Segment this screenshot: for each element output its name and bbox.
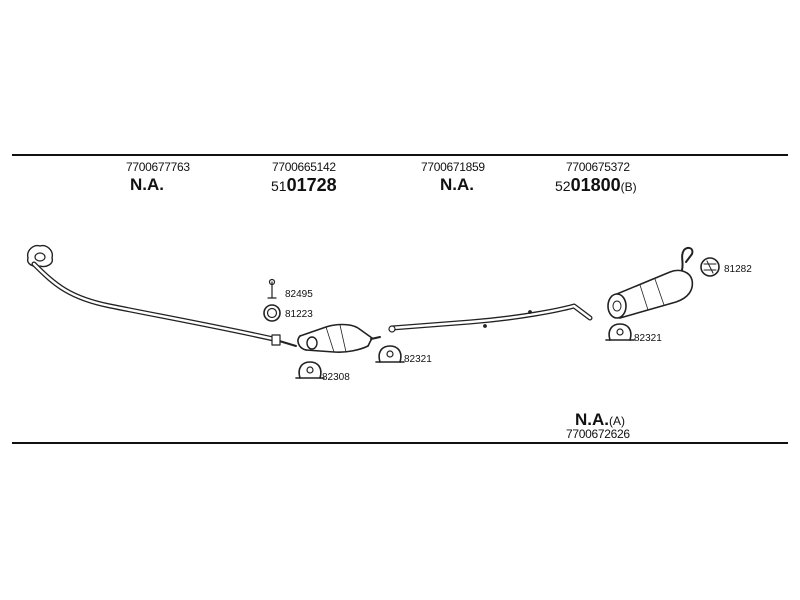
code-2: 5101728 bbox=[271, 175, 337, 196]
clamp-82308-icon bbox=[295, 361, 325, 379]
footer-code: N.A.(A) bbox=[575, 410, 625, 430]
gasket-81223-icon bbox=[263, 304, 281, 322]
rubber-mount-81282-icon bbox=[700, 257, 720, 277]
clamp-82321-right-icon bbox=[605, 323, 635, 341]
front-flange bbox=[26, 244, 54, 268]
footer-code-main: N.A. bbox=[575, 410, 609, 429]
callout-81282: 81282 bbox=[724, 264, 752, 275]
rear-silencer bbox=[607, 246, 694, 319]
front-silencer bbox=[297, 323, 381, 353]
callout-82308: 82308 bbox=[322, 372, 350, 383]
code-4-prefix: 52 bbox=[555, 178, 571, 194]
callout-82321-mid: 82321 bbox=[404, 354, 432, 365]
callout-82495: 82495 bbox=[285, 289, 313, 300]
part-number-2: 7700665142 bbox=[272, 160, 336, 174]
top-rule bbox=[12, 154, 788, 156]
front-pipe bbox=[31, 261, 281, 343]
code-1: N.A. bbox=[130, 175, 164, 194]
code-2-prefix: 51 bbox=[271, 178, 287, 194]
callout-82321-right: 82321 bbox=[634, 333, 662, 344]
bottom-rule bbox=[12, 442, 788, 444]
part-number-4: 7700675372 bbox=[566, 160, 630, 174]
code-4-suffix: (B) bbox=[620, 180, 637, 194]
callout-81223: 81223 bbox=[285, 309, 313, 320]
clamp-82495-icon bbox=[267, 278, 277, 299]
footer-code-suffix: (A) bbox=[609, 414, 625, 428]
part-number-1: 7700677763 bbox=[126, 160, 190, 174]
code-4-bold: 01800 bbox=[570, 175, 621, 195]
clamp-82321-mid-icon bbox=[375, 345, 405, 363]
code-2-bold: 01728 bbox=[286, 175, 337, 195]
code-3: N.A. bbox=[440, 175, 474, 194]
code-4: 5201800(B) bbox=[555, 175, 637, 196]
footer-part-number: 7700672626 bbox=[566, 427, 630, 441]
part-number-3: 7700671859 bbox=[421, 160, 485, 174]
